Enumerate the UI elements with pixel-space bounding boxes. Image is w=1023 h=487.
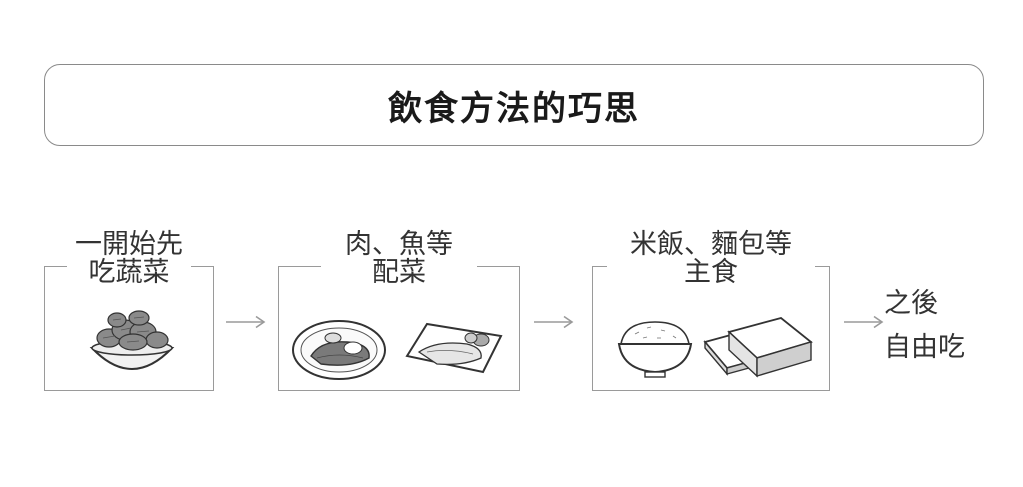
page-title: 飲食方法的巧思	[388, 88, 640, 129]
salad-bowl-icon	[89, 310, 175, 370]
rice-bowl-icon	[617, 321, 693, 378]
final-line-1: 之後	[884, 288, 938, 319]
step-1-box: 吃蔬菜	[44, 257, 214, 391]
step-3-box-label: 主食	[684, 257, 738, 288]
bread-slices-icon	[703, 317, 813, 378]
step-2-box: 配菜	[278, 257, 520, 391]
arrow-right-icon	[226, 315, 266, 329]
final-step-text: 之後 自由吃	[884, 282, 965, 370]
step-3-top-label: 米飯、麵包等	[630, 229, 792, 260]
step-2-box-label: 配菜	[372, 257, 426, 288]
arrow-right-icon	[534, 315, 574, 329]
step-2-top-label: 肉、魚等	[345, 229, 453, 260]
step-3-box: 主食	[592, 257, 830, 391]
meat-plate-icon	[292, 320, 386, 380]
title-banner: 飲食方法的巧思	[44, 64, 984, 146]
final-line-2: 自由吃	[884, 332, 965, 363]
step-1-top-label: 一開始先	[75, 229, 183, 260]
fish-plate-icon	[405, 322, 503, 374]
step-1-box-label: 吃蔬菜	[88, 257, 170, 288]
arrow-right-icon	[844, 315, 884, 329]
